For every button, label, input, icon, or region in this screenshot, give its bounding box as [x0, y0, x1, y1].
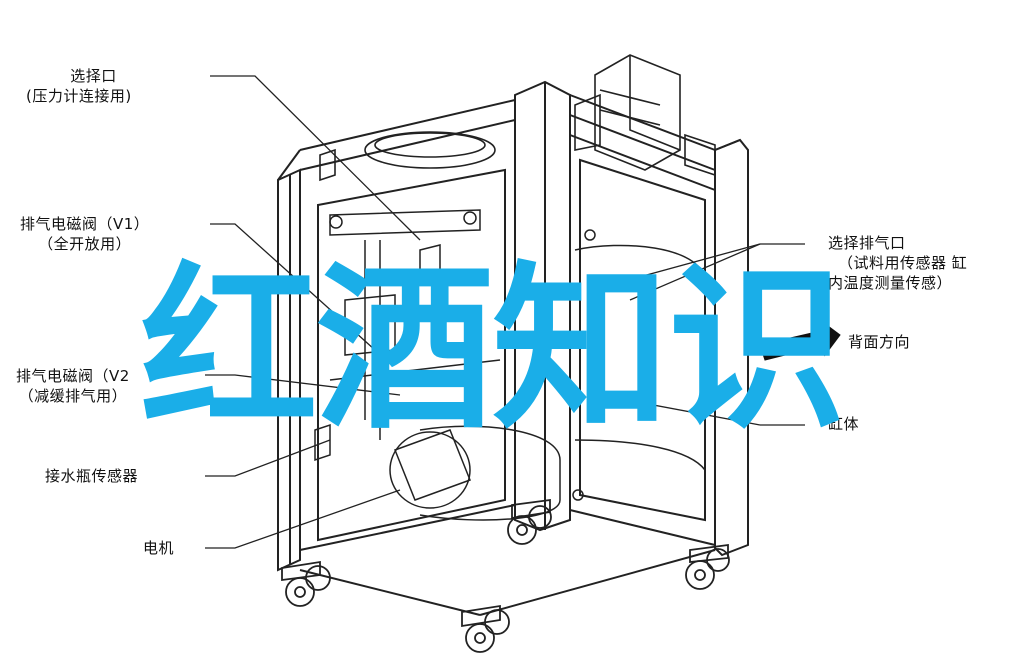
caster-front-left: [281, 560, 331, 607]
callout-rear-direction: 背面方向: [848, 333, 911, 351]
overlay-watermark-title: 红酒知识: [140, 250, 846, 450]
caster-front-center: [461, 604, 510, 653]
internal-components: [314, 209, 706, 521]
callout-exhaust-valve-v1: 排气电磁阀（V1） （全开放用）: [20, 215, 150, 253]
top-unit: [319, 54, 716, 182]
callout-cylinder: 缸体: [828, 415, 860, 433]
caster-rear-right: [685, 543, 730, 590]
callout-motor: 电机: [143, 539, 175, 557]
callout-exhaust-valve-v2: 排气电磁阀（V2 （减缓排气用）: [16, 367, 130, 405]
cabinet-frame: [277, 80, 749, 616]
callout-select-exhaust-port: 选择排气口 （试料用传感器 缸 内温度测量传感）: [828, 234, 968, 292]
caster-rear-center: [507, 498, 552, 545]
leader-lines: [205, 75, 805, 549]
callout-water-bottle-sensor: 接水瓶传感器: [45, 467, 139, 485]
rear-direction-arrow-icon: [759, 319, 841, 361]
casters: [281, 498, 730, 653]
callout-select-port: 选择口 (压力计连接用): [26, 67, 132, 105]
